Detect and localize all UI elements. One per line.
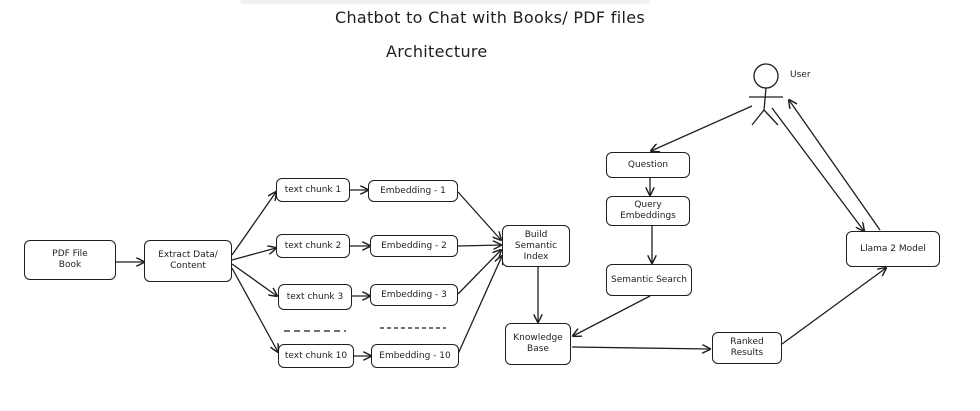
semantic-index-node: Build Semantic Index: [502, 225, 570, 267]
arrow-search-to-kb: [573, 295, 651, 336]
embedding-2-node: Embedding - 2: [370, 235, 458, 257]
text-chunk-10-node: text chunk 10: [278, 344, 354, 368]
arrow-ranked-to-llama: [781, 268, 886, 345]
embedding-3-node: Embedding - 3: [370, 284, 458, 306]
embedding-10-node: Embedding - 10: [371, 344, 459, 368]
diagram-subtitle: Architecture: [386, 42, 488, 61]
user-label: User: [790, 70, 811, 80]
arrow-embed10-to-index: [457, 256, 502, 355]
arrow-kb-to-ranked: [571, 347, 710, 349]
arrow-extract-to-chunk-1: [231, 192, 276, 256]
embedding-1-node: Embedding - 1: [368, 180, 458, 202]
arrow-extract-to-chunk-3: [231, 263, 277, 296]
pdf-file-node: PDF File Book: [24, 240, 116, 280]
text-chunk-1-node: text chunk 1: [276, 178, 350, 202]
llama-2-model-node: Llama 2 Model: [846, 231, 940, 267]
diagram-title: Chatbot to Chat with Books/ PDF files: [334, 8, 646, 27]
arrow-extract-to-chunk-2: [231, 248, 276, 261]
arrow-embed1-to-index: [457, 191, 501, 240]
question-node: Question: [606, 152, 690, 178]
semantic-search-node: Semantic Search: [606, 264, 692, 296]
arrow-user-to-llama: [771, 107, 864, 231]
ranked-results-node: Ranked Results: [712, 332, 782, 364]
user-icon: [749, 63, 783, 126]
arrow-embed3-to-index: [457, 250, 501, 295]
text-chunk-2-node: text chunk 2: [276, 234, 350, 258]
arrow-user-to-question: [651, 105, 753, 151]
text-chunk-3-node: text chunk 3: [278, 284, 352, 310]
top-bar: [240, 0, 650, 4]
knowledge-base-node: Knowledge Base: [505, 323, 571, 365]
arrow-extract-to-chunk-10: [231, 267, 278, 352]
arrow-embed2-to-index: [457, 245, 501, 246]
arrow-llama-to-user: [789, 100, 881, 231]
extract-data-node: Extract Data/ Content: [144, 240, 232, 282]
query-embeddings-node: Query Embeddings: [606, 196, 690, 226]
